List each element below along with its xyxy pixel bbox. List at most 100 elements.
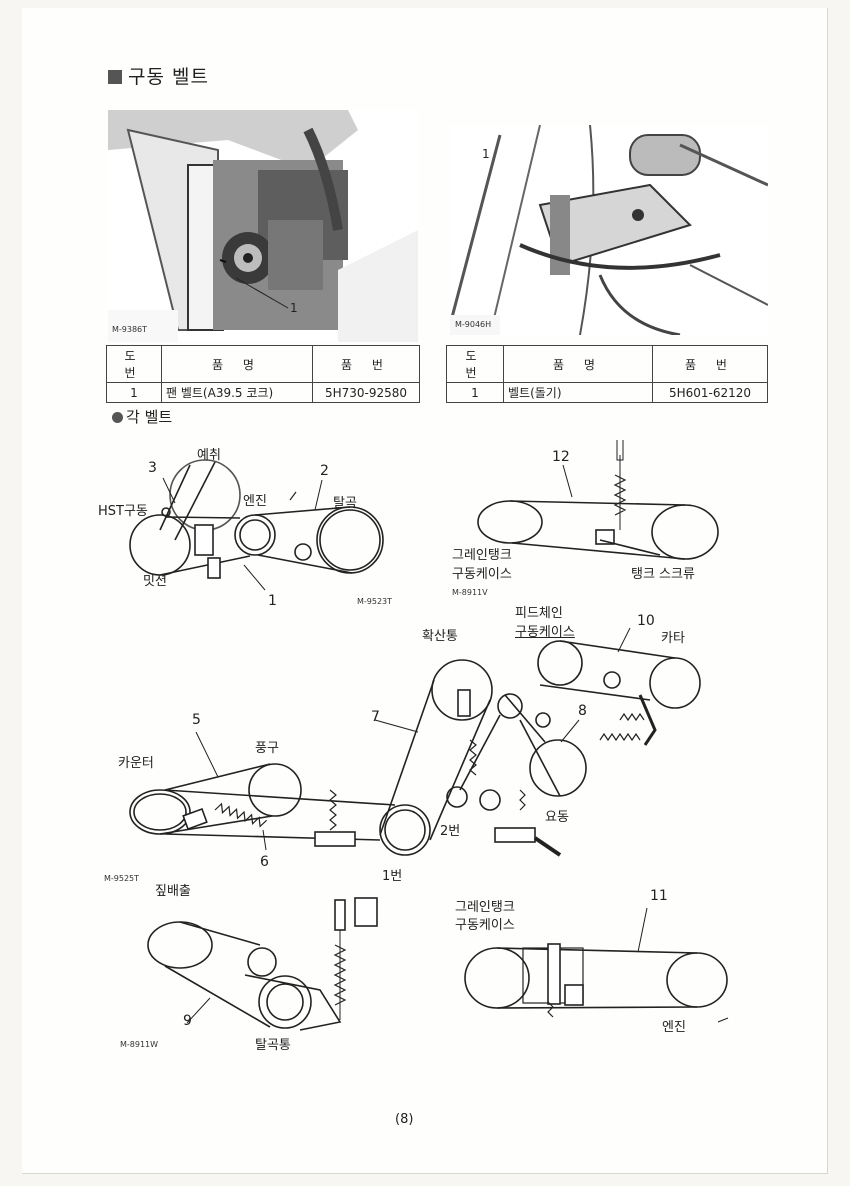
- label-feed-chain: 피드체인: [515, 606, 563, 621]
- pulley-engine: [666, 952, 728, 1008]
- pulley-grain-case: [464, 947, 530, 1009]
- pulley-shake: [529, 739, 587, 797]
- belt-11-upper: [496, 947, 698, 954]
- label-talgok: 탈곡: [333, 496, 357, 511]
- pulley-talgok: [316, 506, 384, 574]
- belt-1-upper: [164, 516, 241, 519]
- label-spread-drum: 확산통: [422, 629, 458, 644]
- section-title-text: 구동 벨트: [128, 66, 209, 88]
- pulley-engine: [234, 514, 276, 556]
- pulley-fan: [248, 763, 302, 817]
- label-engine-2: 엔진: [662, 1020, 686, 1035]
- label-counter: 카운터: [118, 756, 154, 771]
- belt-8: [504, 694, 546, 743]
- callout-5: 5: [192, 712, 201, 728]
- col-header-partno: 품 번: [312, 345, 420, 383]
- label-hst-drive: HST구동: [98, 504, 148, 519]
- belt-10-upper: [559, 640, 676, 659]
- pulley-yechwi: [169, 459, 241, 531]
- pulley-feed: [537, 640, 583, 686]
- label-thresh-drum: 탈곡통: [255, 1038, 291, 1053]
- label-shake: 요동: [545, 810, 569, 825]
- label-grain-tank: 그레인탱크: [452, 548, 512, 563]
- label-drive-case: 구동케이스: [452, 567, 512, 582]
- callout-9: 9: [183, 1013, 192, 1029]
- diagram-bottom-right: [464, 907, 729, 1023]
- belt-12-upper: [509, 500, 686, 506]
- label-feed-drive-case: 구동케이스: [515, 625, 575, 640]
- label-no1: 1번: [382, 869, 403, 884]
- photo1-callout: 1: [290, 301, 298, 315]
- pulley-tank-screw: [651, 504, 719, 560]
- belt-2-upper: [254, 506, 351, 516]
- parts-table-protrusion-belt: 도 번 품 명 품 번 1 벨트(돌기) 5H601-62120: [446, 345, 768, 403]
- diagram-code-top-left: M-9523T: [357, 597, 393, 606]
- belt-12-lower: [511, 542, 686, 560]
- diagram-bottom-left: [147, 897, 378, 1031]
- page-number: (8): [395, 1112, 414, 1127]
- belt-3: [159, 464, 191, 531]
- table-header-row: 도 번 품 명 품 번: [106, 345, 420, 383]
- col-header-name: 품 명: [161, 345, 313, 383]
- callout-6: 6: [260, 854, 269, 870]
- parts-table-fan-belt: 도 번 품 명 품 번 1 팬 벨트(A39.5 코크) 5H730-92580: [106, 345, 420, 403]
- pulley-no1: [379, 804, 431, 856]
- col-header-no: 도 번: [106, 345, 162, 383]
- section-title: 구동 벨트: [108, 62, 209, 89]
- cell-name: 팬 벨트(A39.5 코크): [161, 382, 313, 403]
- pulley-drive-case: [477, 500, 543, 544]
- diagram-code-bottom-left: M-8911W: [120, 1040, 159, 1049]
- label-mission: 밋션: [143, 574, 167, 589]
- diagram-code-middle: M-9525T: [104, 874, 140, 883]
- pulley-mission: [129, 514, 191, 576]
- label-no2: 2번: [440, 824, 461, 839]
- diagram-top-right: [477, 440, 719, 560]
- cell-name: 벨트(돌기): [503, 382, 653, 403]
- pulley-spread: [431, 659, 493, 721]
- belt-9-upper: [179, 921, 261, 946]
- belt-1-lower: [159, 555, 251, 576]
- label-fan: 풍구: [255, 741, 279, 756]
- cell-partno: 5H601-62120: [652, 382, 768, 403]
- belt-6-upper: [164, 789, 396, 806]
- diagram-top-left: [129, 459, 384, 591]
- photo2-code: M-9046H: [455, 320, 492, 329]
- callout-12: 12: [552, 449, 570, 465]
- fan-belt-photo: [108, 110, 418, 342]
- callout-1: 1: [268, 593, 277, 609]
- callout-11: 11: [650, 888, 668, 904]
- belt-9-lower: [164, 965, 271, 1028]
- callout-7: 7: [371, 709, 380, 725]
- table-row: 1 벨트(돌기) 5H601-62120: [446, 382, 768, 403]
- subsection-title: 각 벨트: [112, 406, 172, 427]
- photo1-code: M-9386T: [112, 325, 148, 334]
- label-engine: 엔진: [243, 494, 267, 509]
- label-yechwi: 예취: [197, 448, 221, 463]
- label-grain-tank-2: 그레인탱크: [455, 900, 515, 915]
- table-row: 1 팬 벨트(A39.5 코크) 5H730-92580: [106, 382, 420, 403]
- diagram-middle: [129, 627, 701, 857]
- protrusion-belt-photo: [450, 125, 768, 335]
- belt-7-left: [379, 679, 435, 836]
- cell-partno: 5H730-92580: [312, 382, 420, 403]
- label-tank-screw: 탱크 스크류: [631, 567, 695, 582]
- callout-3: 3: [148, 460, 157, 476]
- square-bullet-icon: [108, 70, 122, 84]
- callout-2: 2: [320, 463, 329, 479]
- pulley-counter: [129, 789, 191, 835]
- pulley-idler: [247, 947, 277, 977]
- subsection-title-text: 각 벨트: [126, 408, 173, 426]
- pulley-cutter: [649, 657, 701, 709]
- photo2-callout: 1: [482, 147, 490, 161]
- col-header-name: 품 명: [503, 345, 653, 383]
- label-straw-discharge: 짚배출: [155, 884, 191, 899]
- pulley-thresh-drum: [258, 975, 312, 1029]
- callout-10: 10: [637, 613, 655, 629]
- label-cutter: 카타: [661, 631, 685, 646]
- callout-8: 8: [578, 703, 587, 719]
- circle-bullet-icon: [112, 412, 123, 423]
- belt-2-lower: [257, 554, 353, 574]
- label-drive-case-2: 구동케이스: [455, 918, 515, 933]
- diagram-code-top-right: M-8911V: [452, 588, 488, 597]
